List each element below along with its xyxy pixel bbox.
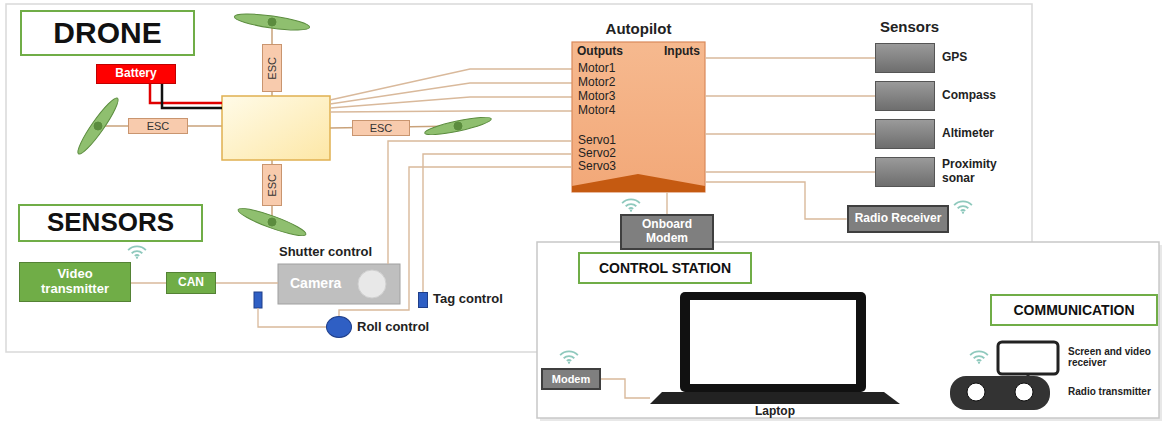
- wireless-icon: [970, 351, 988, 363]
- signal-wire: [705, 182, 847, 219]
- esc-box: ESC: [128, 118, 188, 135]
- motor-wires: [330, 69, 572, 112]
- node-text: Compass: [942, 89, 1032, 103]
- signal-wire: [388, 141, 572, 264]
- node-text: Modem: [548, 373, 595, 386]
- flight-controller: [222, 96, 330, 160]
- node-text: GPS: [942, 51, 1032, 65]
- esc-box: ESC: [352, 120, 410, 137]
- title-box: CONTROL STATION: [578, 252, 752, 284]
- autopilot-body: [572, 42, 705, 192]
- node-text: Autopilot: [572, 20, 705, 37]
- node-text: Laptop: [751, 405, 799, 419]
- autopilot-base: [572, 174, 705, 192]
- signal-wire: [705, 95, 875, 96]
- tag-servo: Tag control: [418, 292, 428, 308]
- wireless-icon: [560, 351, 578, 363]
- sensor-box: Altimeter: [875, 119, 935, 149]
- node-text: CAN: [174, 276, 208, 290]
- esc-box: ESC: [262, 44, 282, 92]
- wireless-icon: [128, 246, 146, 258]
- battery: Battery: [96, 64, 176, 84]
- node-text: Outputs: [577, 45, 623, 59]
- receiver-box: Radio Receiver: [847, 205, 950, 233]
- node-text: Proximity sonar: [942, 158, 1018, 186]
- annotation-label: Shutter control: [277, 244, 374, 259]
- laptop-base: [650, 392, 900, 404]
- signal-wire: [423, 154, 572, 292]
- signal-wire: [131, 282, 166, 283]
- sensor-box: GPS: [875, 43, 935, 73]
- joystick: [967, 383, 985, 401]
- battery-wire: [162, 84, 222, 108]
- node-text: Battery: [111, 67, 160, 81]
- joystick: [1015, 383, 1033, 401]
- signal-wire: [216, 282, 278, 283]
- signal-wire: [666, 192, 667, 214]
- wireless-icon: [954, 201, 972, 213]
- servo-wire: [258, 308, 326, 327]
- bus-box: CAN: [166, 272, 216, 294]
- autopilot-box: AutopilotOutputsInputsMotor1Motor2Motor3…: [572, 42, 705, 192]
- node-text: COMMUNICATION: [1009, 302, 1138, 318]
- node-text: Altimeter: [942, 127, 1032, 141]
- modem-box: Modem: [541, 368, 601, 390]
- node-text: Motor2: [578, 76, 615, 90]
- node-text: Motor3: [578, 90, 615, 104]
- node-text: Motor4: [578, 104, 615, 118]
- title-box: DRONE: [20, 10, 195, 56]
- signal-wire: [705, 133, 875, 134]
- node-text: Servo2: [578, 147, 616, 161]
- title-box: COMMUNICATION: [990, 294, 1158, 326]
- node-text: Servo3: [578, 160, 616, 174]
- node-text: ESC: [143, 120, 174, 133]
- node-text: CONTROL STATION: [595, 260, 735, 276]
- node-text: SENSORS: [43, 208, 178, 238]
- esc-box: ESC: [262, 164, 282, 206]
- sensor-box: Compass: [875, 81, 935, 111]
- annotation-label: Sensors: [880, 18, 939, 35]
- laptop-screen: [680, 292, 866, 392]
- node-text: ESC: [266, 174, 279, 197]
- node-text: Inputs: [664, 45, 700, 59]
- signal-wire: [705, 57, 875, 58]
- node-text: Onboard Modem: [622, 218, 712, 246]
- node-text: ESC: [366, 122, 397, 135]
- phone-screen: [998, 342, 1058, 374]
- node-text: Camera: [290, 275, 341, 291]
- control-panel: [537, 242, 1159, 418]
- roll-servo: Roll control: [326, 316, 352, 338]
- annotation-label: Radio transmitter: [1068, 386, 1162, 397]
- node-text: Roll control: [357, 320, 429, 335]
- title-box: SENSORS: [18, 204, 203, 242]
- node-text: Tag control: [433, 292, 503, 307]
- camera-box: Camera: [278, 264, 400, 304]
- laptop-display: [690, 300, 856, 384]
- node-text: ESC: [266, 57, 279, 80]
- node-text: Servo1: [578, 134, 616, 148]
- signal-wire: [339, 167, 572, 316]
- shutter-servo: [254, 292, 262, 308]
- modem-box: Onboard Modem: [620, 214, 714, 250]
- wireless-icon: [622, 199, 640, 211]
- transmitter-box: Video transmitter: [19, 262, 131, 302]
- transmitter-body: [950, 376, 1050, 410]
- signal-wire: [705, 171, 875, 172]
- laptop: Laptop: [650, 290, 900, 420]
- sensor-box: Proximity sonar: [875, 157, 935, 187]
- node-text: DRONE: [49, 16, 165, 51]
- camera-lens: [358, 270, 386, 298]
- node-text: Motor1: [578, 62, 615, 76]
- annotation-label: Screen and video receiver: [1068, 346, 1160, 368]
- signal-wire: [601, 379, 650, 398]
- node-text: Video transmitter: [20, 267, 130, 297]
- camera-body: [278, 264, 400, 304]
- node-text: Radio Receiver: [851, 212, 946, 226]
